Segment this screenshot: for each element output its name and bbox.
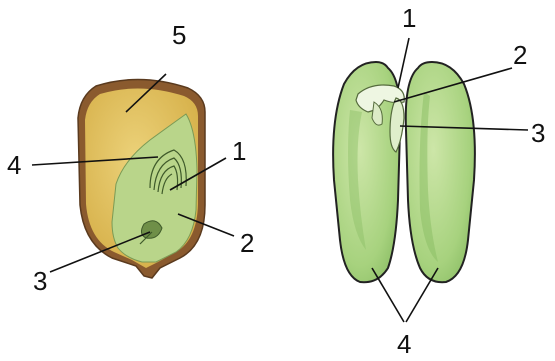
bean-label-3: 3 <box>531 118 545 148</box>
bean-label-1: 1 <box>402 3 416 33</box>
bean-label-4: 4 <box>397 329 411 359</box>
corn-label-5: 5 <box>172 20 186 50</box>
bean-seed <box>333 62 475 282</box>
corn-label-2: 2 <box>240 228 254 258</box>
bean-label-2: 2 <box>513 40 527 70</box>
corn-seed <box>78 79 205 278</box>
corn-label-3: 3 <box>33 266 47 296</box>
corn-label-1: 1 <box>232 136 246 166</box>
corn-label-4: 4 <box>7 150 21 180</box>
